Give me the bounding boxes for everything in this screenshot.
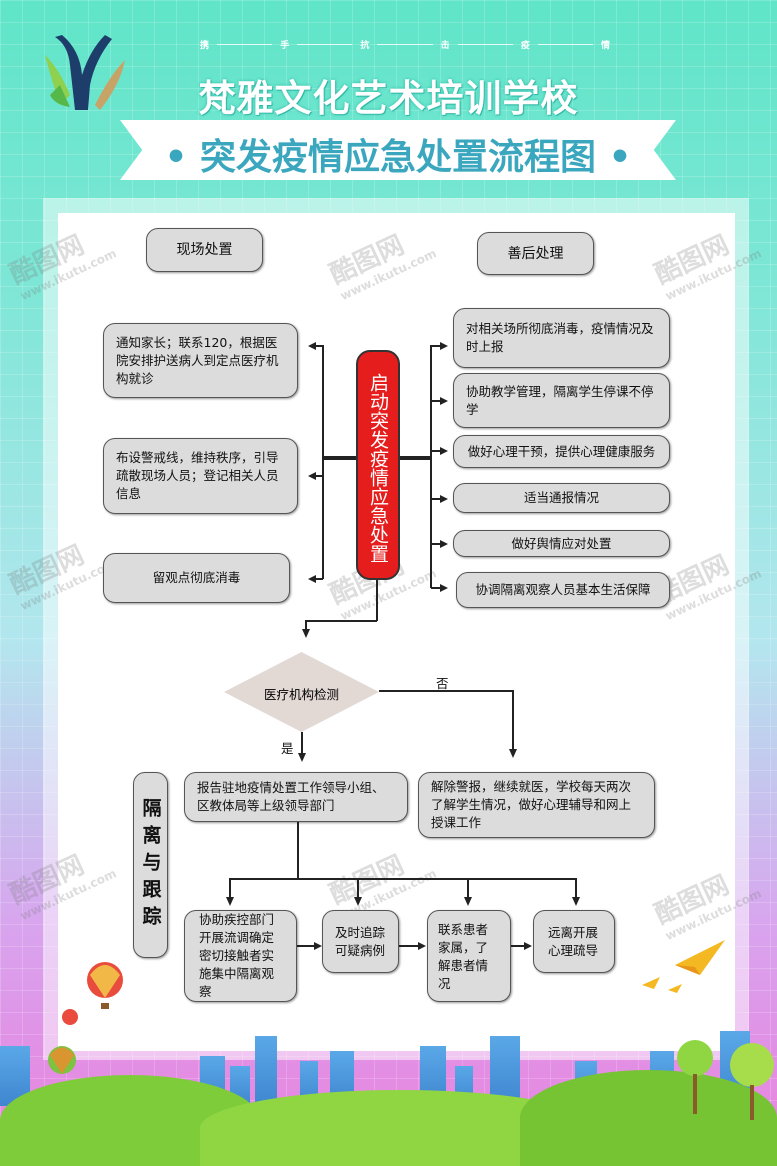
yes-label: 是 [281,741,294,756]
arrow-left-icon [308,342,316,350]
isolation-label: 隔离与跟踪 [133,772,168,958]
connector [357,878,359,898]
left-box: 通知家长；联系120，根据医院安排护送病人到定点医疗机构就诊 [103,323,298,398]
left-box: 留观点彻底消毒 [103,553,290,603]
connector [229,878,576,880]
connector [229,878,231,898]
connector [467,878,469,898]
connector [431,498,441,500]
no-label: 否 [436,676,449,691]
connector [314,578,323,580]
title-text: 突发疫情应急处置流程图 [199,137,596,178]
arrow-right-icon [440,540,448,548]
arrow-right-icon [440,584,448,592]
arrow-down-icon [572,897,580,906]
yes-box: 报告驻地疫情处置工作领导小组、区教体局等上级领导部门 [184,772,408,822]
connector [399,945,419,947]
connector [512,690,514,750]
arrow-down-icon [354,897,362,906]
connector [305,620,307,630]
tree-icon [677,1040,774,1120]
page-title: • 突发疫情应急处置流程图 • [164,137,632,178]
left-box: 布设警戒线，维持秩序，引导疏散现场人员；登记相关人员信息 [103,438,298,514]
arrow-down-icon [298,753,306,762]
right-box: 协调隔离观察人员基本生活保障 [456,572,670,608]
connector [379,690,513,692]
slogan-char: 手 [280,41,290,51]
connector [431,345,441,347]
right-box: 协助教学管理，隔离学生停课不停学 [453,373,670,428]
arrow-down-icon [509,749,517,758]
connector [430,345,432,588]
right-box: 做好心理干预，提供心理健康服务 [453,435,670,468]
decision-label: 医疗机构检测 [263,687,339,702]
no-box: 解除警报，继续就医，学校每天两次了解学生情况，做好心理辅导和网上授课工作 [418,772,655,838]
right-box: 做好舆情应对处置 [453,530,670,557]
connector [511,945,525,947]
connector [314,475,323,477]
connector [297,822,299,879]
arrow-right-icon [440,397,448,405]
connector [297,945,315,947]
slogan-char: 击 [440,41,450,51]
building [255,1036,277,1106]
connector [431,400,441,402]
arrow-right-icon [524,942,532,950]
slogan-char: 抗 [360,41,370,51]
hot-air-balloon-icon [87,962,123,1009]
arrow-down-icon [464,897,472,906]
slogan-char: 疫 [520,41,530,51]
connector [314,345,323,347]
step-box: 协助疾控部门开展流调确定密切接触者实施集中隔离观察 [184,910,297,1002]
connector [431,587,441,589]
connector [400,456,431,460]
connector [322,456,356,460]
header-onsite: 现场处置 [146,228,263,272]
grass-hill [520,1070,777,1166]
arrow-right-icon [418,942,426,950]
step-box: 联系患者家属，了解患者情况 [427,910,511,1002]
step-box: 及时追踪可疑病例 [322,910,399,973]
arrow-right-icon [314,942,322,950]
school-logo [45,35,125,110]
connector [301,732,303,754]
connector [431,450,441,452]
arrow-right-icon [440,342,448,350]
arrow-down-icon [302,629,310,638]
arrow-right-icon [440,495,448,503]
connector [575,878,577,898]
slogan-char: 携 [200,41,210,51]
right-box: 适当通报情况 [453,483,670,513]
slogan-char: 情 [601,41,611,51]
arrow-down-icon [226,897,234,906]
connector [305,620,377,622]
arrow-right-icon [440,447,448,455]
title-ribbon [120,120,676,180]
step-box: 远离开展心理疏导 [533,910,615,973]
connector [376,580,378,621]
connector [322,345,324,579]
header-aftermath: 善后处理 [477,232,594,275]
arrow-left-icon [308,575,316,583]
slogan: 携 手 抗 击 疫 情 [200,38,610,51]
hot-air-balloon-icon [48,1009,78,1074]
arrow-left-icon [308,472,316,480]
connector [431,543,441,545]
center-start-node: 启动突发疫情应急处置 [356,350,400,580]
right-box: 对相关场所彻底消毒，疫情情况及时上报 [453,308,670,368]
school-name: 梵雅文化艺术培训学校 [198,77,579,120]
paper-plane-icon [642,940,725,993]
